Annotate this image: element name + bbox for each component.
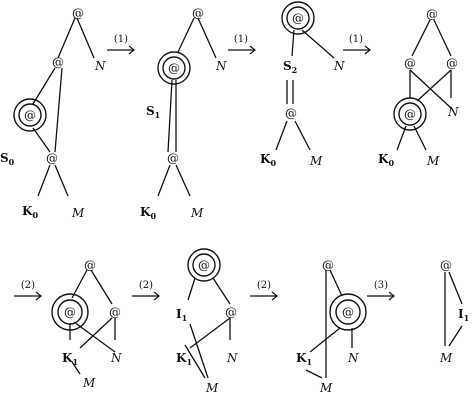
arrow-step-3: (3) — [367, 280, 395, 301]
label-N: N — [215, 59, 227, 73]
app-node: @ — [404, 107, 416, 121]
arrow-step-2: (2) — [132, 280, 160, 301]
app-node: @ — [292, 11, 304, 25]
app-node: @ — [404, 56, 416, 70]
label-K1: K1 — [62, 351, 78, 367]
focus-ring-outer — [187, 248, 221, 282]
app-node: @ — [322, 258, 334, 272]
label-I1: I1 — [176, 307, 187, 323]
focus-ring-outer — [157, 51, 191, 85]
label-N: N — [110, 351, 122, 365]
label-M: M — [205, 381, 219, 395]
graph-6: @ @ N I1 K1 M — [176, 248, 238, 395]
graph-4: @ @ @ @ N K0 M — [378, 7, 459, 168]
step-label: (1) — [234, 34, 248, 45]
app-node: @ — [46, 151, 58, 165]
label-K0: K0 — [260, 152, 276, 168]
app-node: @ — [72, 6, 84, 20]
label-K0: K0 — [22, 204, 38, 220]
app-node: @ — [342, 305, 354, 319]
graph-1: @ @ @ @ N S0 K0 M — [0, 6, 106, 220]
label-M: M — [71, 206, 85, 220]
app-node: @ — [84, 258, 96, 272]
app-node: @ — [225, 305, 237, 319]
label-M: M — [319, 381, 333, 395]
graph-5: @ @ @ N K1 M — [51, 258, 122, 390]
focus-ring-inner — [335, 299, 361, 325]
label-M: M — [426, 154, 440, 168]
step-label: (2) — [21, 280, 35, 291]
focus-ring-outer — [13, 98, 47, 132]
label-N: N — [333, 59, 345, 73]
label-N: N — [226, 351, 238, 365]
app-node: @ — [198, 258, 210, 272]
label-M: M — [309, 154, 323, 168]
label-K1: K1 — [296, 351, 312, 367]
label-M: M — [82, 376, 96, 390]
graph-7: @ @ N K1 M — [296, 258, 367, 395]
app-node: @ — [440, 258, 452, 272]
graph-8: @ I1 M — [439, 258, 469, 365]
arrow-step-1: (1) — [343, 34, 371, 55]
focus-ring-inner — [398, 102, 422, 126]
label-N: N — [94, 59, 106, 73]
label-S1: S1 — [146, 104, 160, 120]
label-S0: S0 — [0, 151, 15, 167]
step-label: (2) — [257, 280, 271, 291]
step-label: (3) — [374, 280, 388, 291]
label-K0: K0 — [140, 205, 156, 221]
app-node: @ — [446, 56, 458, 70]
step-label: (1) — [349, 34, 363, 45]
app-node: @ — [285, 106, 297, 120]
label-N: N — [447, 105, 459, 119]
focus-ring-outer — [51, 293, 89, 331]
step-label: (2) — [139, 280, 153, 291]
label-K1: K1 — [176, 351, 192, 367]
focus-ring-inner — [162, 56, 186, 80]
arrow-step-1: (1) — [107, 34, 135, 55]
label-N: N — [347, 351, 359, 365]
arrow-step-1: (1) — [228, 34, 256, 55]
focus-ring-outer — [281, 1, 315, 35]
app-node: @ — [109, 305, 121, 319]
app-node: @ — [168, 61, 180, 75]
app-node: @ — [24, 108, 36, 122]
focus-ring-outer — [393, 97, 427, 131]
app-node: @ — [52, 55, 64, 69]
label-I1: I1 — [458, 307, 469, 323]
step-label: (1) — [114, 34, 128, 45]
graph-3: @ @ N S2 K0 M — [260, 1, 345, 168]
label-M: M — [439, 351, 453, 365]
arrow-step-2: (2) — [250, 280, 278, 301]
focus-ring-outer — [329, 293, 367, 331]
focus-ring-inner — [286, 6, 310, 30]
focus-ring-inner — [192, 253, 216, 277]
arrow-step-2: (2) — [14, 280, 42, 301]
app-node: @ — [192, 6, 204, 20]
app-node: @ — [426, 7, 438, 21]
graph-2: @ @ @ N S1 K0 M — [140, 6, 227, 221]
label-M: M — [190, 206, 204, 220]
focus-ring-inner — [18, 103, 42, 127]
app-node: @ — [167, 151, 179, 165]
label-K0: K0 — [378, 152, 394, 168]
app-node: @ — [64, 305, 76, 319]
label-S2: S2 — [283, 59, 297, 75]
focus-ring-inner — [57, 299, 83, 325]
